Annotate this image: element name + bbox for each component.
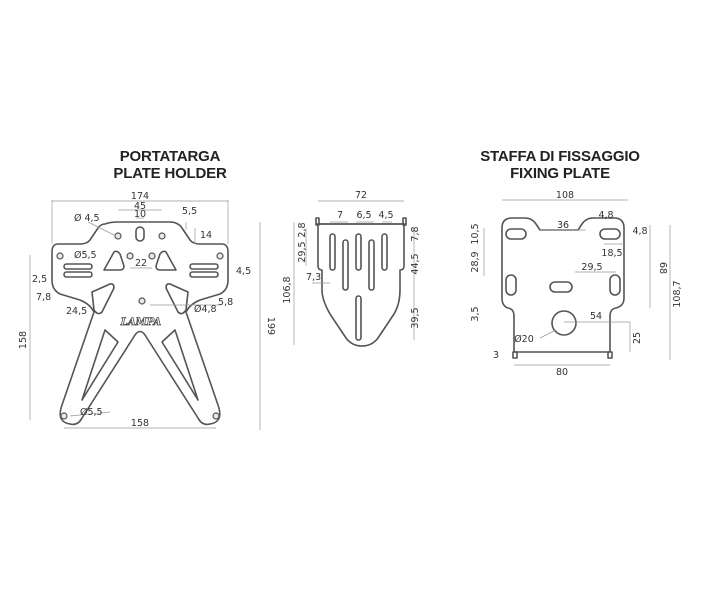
fixing-plate-drawing: 108 36 4,8 4,8 18,5 10,5 28,9 29,5 68 10… (470, 190, 683, 378)
dim-top-offset: 5,5 (182, 206, 197, 217)
side-hole-left (56, 252, 64, 260)
dim-side-overall-height: 106,8 (282, 276, 293, 303)
dim-side-right-top: 7,8 (410, 226, 421, 241)
dim-hole-dia-top: Ø 4,5 (74, 213, 100, 224)
fixing-plate-title: STAFFA DI FISSAGGIO FIXING PLATE (460, 148, 660, 182)
dim-fp-bottom-height: 25 (632, 332, 643, 344)
fixing-plate-outline (501, 217, 625, 353)
leg-hole-left (60, 412, 68, 420)
dim-top-height: 14 (200, 230, 212, 241)
dim-fp-center-slot-offset: 29,5 (581, 262, 602, 273)
dim-fp-slot-width-a: 4,8 (598, 210, 613, 221)
dim-slot-gap: 2,5 (32, 274, 47, 285)
fp-slot-top-left (505, 228, 527, 240)
dim-side-slot-height: 29,5 (297, 241, 308, 262)
dim-side-left-offset: 7,3 (306, 272, 321, 283)
dim-fp-left-height: 28,9 (470, 251, 481, 272)
dim-overall-height: 199 (265, 317, 276, 335)
dim-fp-slot-length: 18,5 (601, 248, 622, 259)
lampa-logo: LAMPA (120, 317, 162, 328)
leg-hole-right (212, 412, 220, 420)
dim-fp-top-height: 10,5 (470, 223, 481, 244)
side-slot-3 (355, 233, 362, 271)
dim-side-slot-spacing-c: 4,5 (378, 210, 393, 221)
dim-fp-slot-width-b: 4,8 (632, 226, 647, 237)
fixing-plate-title-en: FIXING PLATE (510, 165, 610, 182)
center-hole-lower (138, 297, 146, 305)
dim-slot-width: 10 (134, 209, 146, 220)
dim-side-right-bottom: 39,5 (410, 307, 421, 328)
dim-side-overall-width: 72 (355, 190, 367, 201)
dim-overall-width: 174 (131, 191, 149, 202)
dim-fp-right-height: 68 (657, 262, 668, 274)
dim-hole-dia-side: Ø5,5 (74, 250, 97, 261)
side-hole-right (216, 252, 224, 260)
top-hole-right (158, 232, 166, 240)
dim-center-hole-spacing: 22 (135, 258, 147, 269)
dim-fp-hole-offset: 54 (590, 311, 602, 322)
cutout-leg-left (81, 329, 119, 401)
cutout-mid-right (165, 283, 189, 315)
dim-right-offset: 5,8 (218, 297, 233, 308)
cutout-mid-left (91, 283, 115, 315)
side-part-drawing: 72 7 6,5 4,5 2,8 29,5 7,3 106,8 7,8 44,5… (282, 190, 421, 347)
center-hole-left (126, 252, 134, 260)
dim-side-top-flange: 2,8 (297, 222, 308, 237)
center-hole-right (148, 252, 156, 260)
dim-slot-length: 24,5 (66, 306, 87, 317)
dim-fp-bottom-width: 80 (556, 367, 568, 378)
plate-holder-outline (51, 221, 229, 426)
slot-right-2 (189, 271, 219, 278)
top-hole-left (114, 232, 122, 240)
fp-foot-left (512, 351, 518, 359)
side-slot-1 (329, 233, 336, 271)
dim-fp-hole-dia: Ø20 (514, 334, 534, 345)
dim-left-height: 158 (18, 331, 29, 349)
side-slot-lower (355, 295, 362, 341)
plate-holder-drawing: LAMPA 174 45 10 Ø 4,5 5,5 14 Ø5,5 22 2,5… (18, 191, 276, 430)
dim-fp-notch: 3,5 (470, 306, 481, 321)
dim-fp-overall-height: 108,7 (672, 280, 683, 307)
dim-fp-overall-width: 108 (556, 190, 574, 201)
side-slot-4 (368, 239, 375, 291)
fp-big-hole (551, 310, 577, 336)
fp-slot-left (505, 274, 517, 296)
cutout-upper-left (103, 250, 125, 271)
fixing-plate-title-it: STAFFA DI FISSAGGIO (480, 148, 640, 165)
top-slot (135, 226, 145, 242)
fp-slot-right (609, 274, 621, 296)
side-part-outline (317, 223, 405, 347)
plate-holder-title: PORTATARGA PLATE HOLDER (70, 148, 270, 182)
slot-left-2 (63, 271, 93, 278)
plate-holder-title-it: PORTATARGA (119, 148, 221, 165)
side-slot-2 (342, 239, 349, 291)
dim-fp-top-notch: 36 (557, 220, 569, 231)
flange-left (315, 217, 320, 226)
flange-right (402, 217, 407, 226)
slot-left-1 (63, 263, 93, 270)
cutout-leg-right (161, 329, 199, 401)
dim-side-right-mid: 44,5 (410, 253, 421, 274)
cutout-upper-right (155, 250, 177, 271)
plate-holder-title-en: PLATE HOLDER (113, 165, 227, 182)
dim-leg-span: 158 (131, 418, 149, 429)
dim-side-slot-spacing-b: 6,5 (356, 210, 371, 221)
fp-foot-right (607, 351, 613, 359)
side-slot-5 (381, 233, 388, 271)
dim-fp-foot: 3 (493, 350, 499, 361)
dim-side-slot-spacing-a: 7 (337, 210, 343, 221)
dim-left-offset: 7,8 (36, 292, 51, 303)
dim-center-hole-dia: Ø4,8 (194, 304, 217, 315)
dim-slot-height-right: 4,5 (236, 266, 251, 277)
dim-leg-hole-dia: Ø5,5 (80, 407, 103, 418)
fp-slot-center (549, 281, 573, 293)
fp-slot-top-right (599, 228, 621, 240)
slot-right-1 (189, 263, 219, 270)
dim-hole-spacing-top: 45 (134, 201, 146, 212)
